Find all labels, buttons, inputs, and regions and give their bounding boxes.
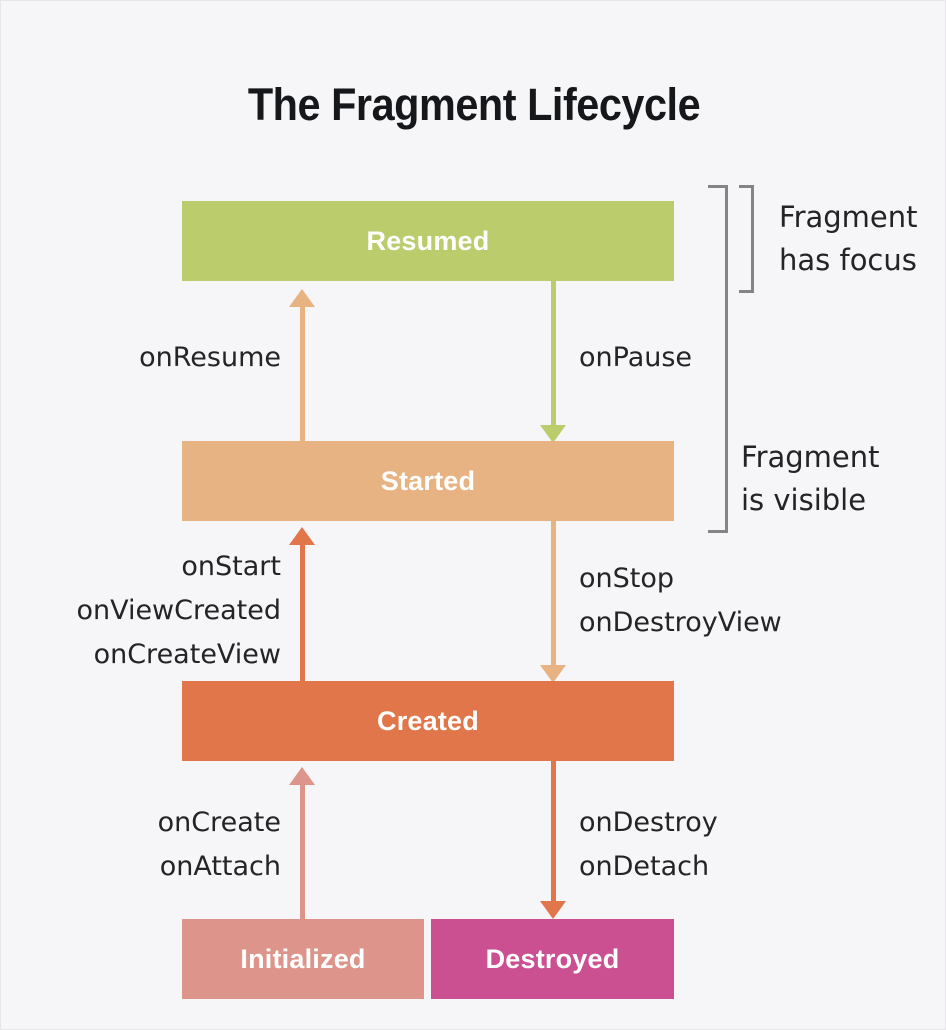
state-box-destroyed: Destroyed xyxy=(431,919,674,999)
state-box-initialized: Initialized xyxy=(182,919,424,999)
arrowhead-icon xyxy=(289,527,315,545)
arrowhead-icon xyxy=(289,289,315,307)
page-title: The Fragment Lifecycle xyxy=(247,79,701,130)
state-box-started: Started xyxy=(182,441,674,521)
bracket-label-has-focus: Fragment has focus xyxy=(779,200,918,277)
arrowhead-icon xyxy=(289,767,315,785)
arrow-up-oncreate-icon xyxy=(289,767,315,921)
transition-label-ondestroy: onDestroy onDetach xyxy=(579,807,718,882)
bracket-has-focus xyxy=(739,185,754,293)
transition-label-onresume: onResume xyxy=(139,342,281,373)
bracket-label-is-visible: Fragment is visible xyxy=(741,440,880,517)
arrow-down-onpause-icon xyxy=(540,279,566,443)
state-label-initialized: Initialized xyxy=(240,943,366,974)
arrow-shaft xyxy=(299,543,305,683)
state-box-resumed: Resumed xyxy=(182,201,674,281)
transition-label-oncreate: onCreate onAttach xyxy=(157,807,281,882)
transition-label-onstart: onStart onViewCreated onCreateView xyxy=(76,551,281,670)
transition-label-onpause: onPause xyxy=(579,342,693,373)
arrow-down-ondestroy-icon xyxy=(540,759,566,919)
state-label-resumed: Resumed xyxy=(366,225,490,256)
arrow-shaft xyxy=(550,759,556,903)
state-label-started: Started xyxy=(380,465,476,496)
state-box-created: Created xyxy=(182,681,674,761)
arrowhead-icon xyxy=(540,901,566,919)
arrowhead-icon xyxy=(540,425,566,443)
arrow-shaft xyxy=(299,783,305,921)
state-label-created: Created xyxy=(377,705,479,736)
transition-label-onstop: onStop onDestroyView xyxy=(579,563,782,638)
state-label-destroyed: Destroyed xyxy=(485,943,620,974)
arrow-shaft xyxy=(299,305,305,443)
arrow-shaft xyxy=(550,279,556,427)
bracket-is-visible xyxy=(708,185,728,533)
arrow-down-onstop-icon xyxy=(540,519,566,683)
arrowhead-icon xyxy=(540,665,566,683)
arrow-up-onresume-icon xyxy=(289,289,315,443)
arrow-shaft xyxy=(550,519,556,667)
arrow-up-onstart-icon xyxy=(289,527,315,683)
